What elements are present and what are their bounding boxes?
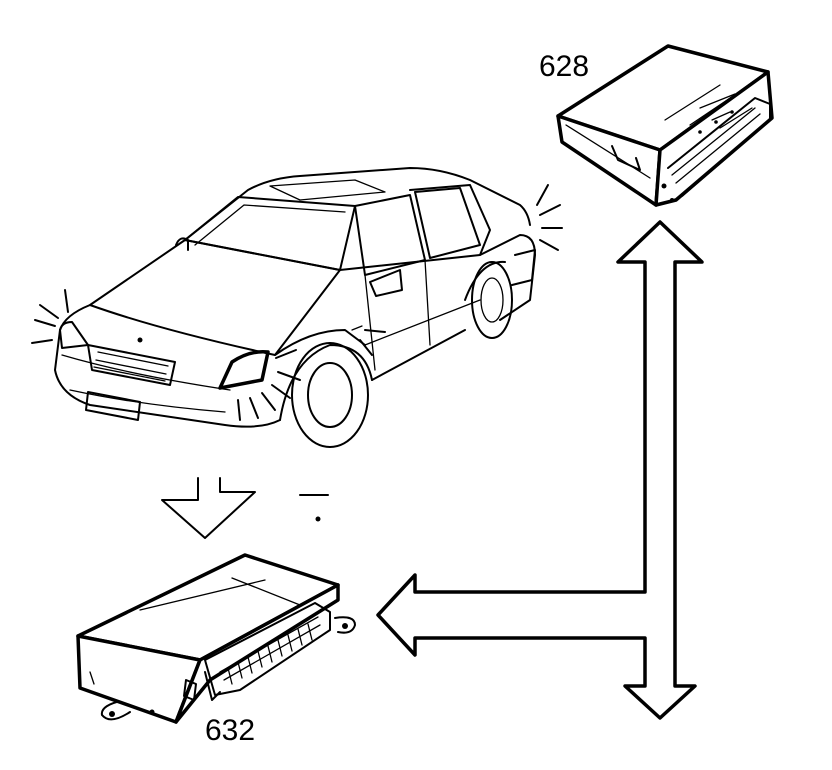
side-flash-rays xyxy=(359,329,386,356)
left-flash-rays xyxy=(31,289,69,344)
right-flash-rays xyxy=(237,349,301,421)
module-628-icon xyxy=(556,44,774,207)
module-632-icon xyxy=(76,553,356,724)
car-icon xyxy=(31,167,563,448)
rear-flash-rays xyxy=(536,184,563,251)
bus-arrows-icon xyxy=(376,220,704,720)
connector-pins xyxy=(219,616,321,685)
module-632-label: 632 xyxy=(205,714,256,747)
signal-arrow-icon xyxy=(161,477,329,539)
module-628-label: 628 xyxy=(539,50,590,83)
